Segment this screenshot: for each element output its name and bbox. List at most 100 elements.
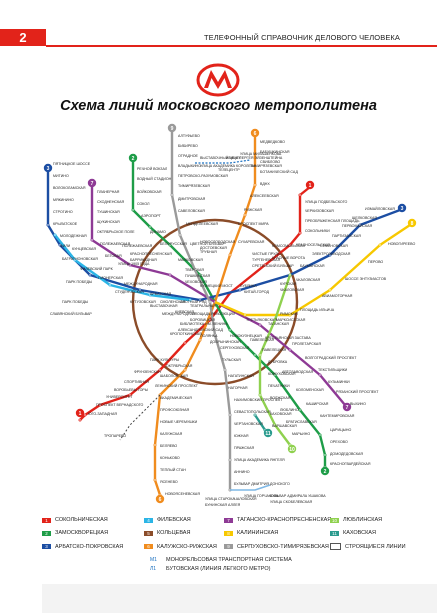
line-number-label: 3	[401, 206, 404, 212]
station-label: ДМИТРОВСКАЯ	[178, 197, 206, 201]
station-label: ДОБРЫНИНСКАЯ	[210, 340, 241, 344]
station-label: ЧКАЛОВСКАЯ	[296, 278, 320, 282]
legend-label: СТРОЯЩИЕСЯ ЛИНИИ	[345, 543, 406, 550]
line-10	[258, 274, 292, 446]
station-label: ТУЛЬСКАЯ	[222, 358, 241, 362]
station-label: ЧЕХОВСКАЯ	[185, 280, 207, 284]
station-dot	[138, 288, 142, 292]
line-number-badge	[305, 180, 315, 190]
station-label: БИБИРЕВО	[178, 144, 198, 148]
line-9	[170, 130, 232, 490]
legend-label: ЗАМОСКВОРЕЦКАЯ	[55, 530, 109, 536]
station-label: ПЕРОВО	[368, 260, 383, 264]
station-label: КУЗНЕЦКИЙ МОСТ	[200, 284, 234, 288]
station-labels: УЛИЦА ПОДБЕЛЬСКОГОЧЕРКИЗОВСКАЯПРЕОБРАЖЕН…	[50, 134, 415, 507]
station-label: КРЫЛАТСКОЕ	[53, 222, 78, 226]
station-label: АЛТУФЬЕВО	[178, 134, 200, 138]
line-number-label: 1	[79, 411, 82, 417]
station-dot	[158, 368, 162, 372]
station-dot	[288, 273, 292, 277]
legend-swatch: 8	[224, 530, 233, 536]
station-dot	[273, 373, 277, 377]
legend-swatch: 2	[42, 530, 51, 536]
line-number-label: 7	[91, 181, 94, 187]
station-label: НОВОКУЗНЕЦКАЯ	[230, 334, 262, 338]
map-title: Схема линий московского метрополитена	[60, 98, 377, 114]
station-dot	[128, 393, 132, 397]
station-label: БЕЛЯЕВО	[160, 444, 177, 448]
legend-swatch: 9	[224, 544, 233, 549]
station-dot	[128, 263, 132, 267]
station-label: БОТАНИЧЕСКИЙ САД	[260, 170, 298, 174]
station-label: МАРКСИСТСКАЯ	[276, 318, 306, 322]
station-dot	[131, 208, 135, 212]
station-label: ВЫХИНО	[350, 402, 366, 406]
station-dot	[153, 478, 157, 482]
station-label: ТУШИНСКАЯ	[97, 210, 120, 214]
station-dot	[78, 418, 82, 422]
station-dot	[198, 273, 202, 277]
station-label: ТРЕТЬЯКОВСКАЯ	[246, 318, 277, 322]
station-label: АРБАТСКАЯ	[150, 292, 171, 296]
line-number-badge	[407, 218, 417, 228]
station-label: ПОЛЯНКА	[200, 334, 218, 338]
station-label: КУРСКАЯ	[280, 282, 297, 286]
station-label: УНИВЕРСИТЕТ	[106, 395, 133, 399]
legend-item: СТРОЯЩИЕСЯ ЛИНИИ	[330, 543, 430, 550]
station-label: ТАГАНСКАЯ	[268, 322, 289, 326]
station-label: ТЕКСТИЛЬЩИКИ	[318, 368, 348, 372]
station-dot	[193, 268, 197, 272]
station-label: БИБЛИОТЕКА ИМ. ЛЕНИНА	[180, 322, 228, 326]
station-dot	[148, 225, 152, 229]
station-label: КРАСНОГВАРДЕЙСКАЯ	[330, 462, 371, 466]
legend-label: КАЛИНИНСКАЯ	[237, 530, 279, 536]
legend-butovo: Л1 БУТОВСКАЯ (ЛИНИЯ ЛЕГКОГО МЕТРО)	[150, 566, 292, 572]
station-label: БЕГОВАЯ	[105, 254, 122, 258]
station-label: ВЛАДЫКИНО	[178, 164, 201, 168]
station-label: ВОЛГОГРАДСКИЙ ПРОСПЕКТ	[305, 356, 357, 360]
station-label: КРОПОТКИНСКАЯ	[170, 332, 202, 336]
station-label: СОКОЛ	[137, 202, 150, 206]
station-label: МЕЖДУНАРОДНАЯ	[124, 282, 158, 286]
station-dot	[378, 243, 382, 247]
station-label: ЭЛЕКТРОЗАВОДСКАЯ	[312, 252, 351, 256]
station-label: ТУРГЕНЕВСКАЯ	[252, 258, 281, 262]
line-number-label: 6	[254, 131, 257, 137]
station-label: СЛАВЯНСКИЙ БУЛЬВАР	[50, 312, 92, 316]
station-label: НАГОРНАЯ	[228, 386, 248, 390]
station-label: УЛИЦА АКАДЕМИКА ЯНГЕЛЯ	[234, 458, 285, 462]
station-label: КОНЬКОВО	[160, 456, 180, 460]
header-divider	[46, 45, 437, 47]
station-label: ОРЕХОВО	[330, 440, 348, 444]
station-dot	[328, 288, 332, 292]
station-label: КРАСНЫЕ ВОРОТА	[272, 256, 306, 260]
station-label: ШАБОЛОВСКАЯ	[160, 374, 188, 378]
station-label: ДИНАМО	[150, 230, 166, 234]
station-label: ШОССЕ ЭНТУЗИАСТОВ	[345, 277, 387, 281]
station-label: ПЛАНЕРНАЯ	[97, 190, 120, 194]
station-label: ВЫСТАВОЧНАЯ	[150, 304, 178, 308]
station-dot	[168, 243, 172, 247]
legend-swatch: 1	[42, 517, 51, 523]
station-label: ПОЛЕЖАЕВСКАЯ	[100, 242, 131, 246]
special-lines-legend: М1 МОНОРЕЛЬСОВАЯ ТРАНСПОРТНАЯ СИСТЕМА Л1…	[150, 557, 292, 575]
station-label: БОРОВИЦКАЯ	[190, 318, 215, 322]
station-dot	[253, 183, 257, 187]
station-dot	[98, 403, 102, 407]
station-label: РЯЗАНСКИЙ ПРОСПЕКТ	[336, 390, 379, 394]
station-dot	[228, 413, 232, 417]
station-label: ИЗМАЙЛОВСКАЯ	[365, 207, 395, 211]
legend-swatch: 6	[144, 544, 153, 549]
station-label: КАНТЕМИРОВСКАЯ	[320, 414, 355, 418]
line-number-label: 11	[265, 431, 271, 437]
station-label: ТЕЛЕЦЕНТР	[218, 168, 240, 172]
station-label: ПРОСПЕКТ ВЕРНАДСКОГО	[96, 403, 143, 407]
line-number-label: 8	[411, 221, 414, 227]
station-label: ПОЛЕЖАЕВСКАЯ	[122, 244, 153, 248]
station-label: СВИБЛОВО	[260, 160, 280, 164]
station-label: МЕЖДУНАРОДНАЯ	[162, 312, 196, 316]
